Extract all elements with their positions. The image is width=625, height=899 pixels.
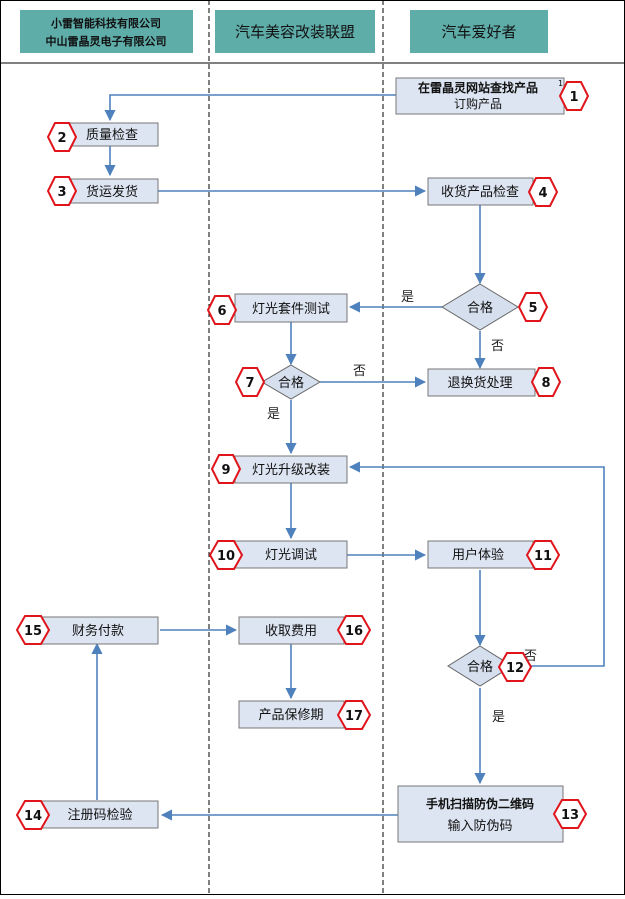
- step-badge-number: 13: [561, 808, 579, 823]
- step-badge-11: 11: [525, 540, 561, 570]
- step-badge-number: 5: [528, 301, 537, 316]
- lane-header-company-line2: 中山雷晶灵电子有限公司: [46, 34, 167, 48]
- step-9-label: 灯光升级改装: [252, 463, 330, 478]
- decision-12: 合格: [447, 645, 513, 687]
- step-badge-number: 2: [57, 131, 66, 146]
- step-13-subtitle: 输入防伪码: [447, 818, 512, 834]
- step-13-box: 手机扫描防伪二维码 输入防伪码: [397, 785, 564, 843]
- arrow-1-to-2: [104, 94, 396, 122]
- step-badge-10: 10: [208, 540, 244, 570]
- step-9-box: 灯光升级改装: [234, 455, 348, 484]
- step-4-label: 收货产品检查: [441, 184, 519, 200]
- step-badge-3: 3: [46, 176, 78, 206]
- step-badge-number: 10: [217, 549, 235, 564]
- step-4-box: 收货产品检查: [427, 177, 534, 206]
- decision-7-label: 合格: [278, 375, 304, 391]
- step-15-box: 财务付款: [41, 616, 159, 645]
- step-badge-12: 12: [497, 652, 533, 682]
- step-17-box: 产品保修期: [238, 700, 345, 729]
- step-badge-9: 9: [210, 454, 242, 484]
- step-badge-number: 14: [24, 809, 42, 824]
- step-badge-7: 7: [234, 367, 266, 397]
- decision-12-label: 合格: [467, 659, 493, 675]
- lane-header-company-line1: 小雷智能科技有限公司: [50, 16, 161, 30]
- step-14-label: 注册码检验: [67, 807, 132, 823]
- step-10-box: 灯光调试: [234, 540, 348, 569]
- step-badge-number: 15: [24, 624, 42, 639]
- arrow-12-to-9-no: [348, 461, 605, 667]
- step-16-box: 收取费用: [238, 616, 345, 645]
- step-15-label: 财务付款: [72, 623, 124, 639]
- step-10-label: 灯光调试: [265, 548, 317, 563]
- lane-header-alliance-label: 汽车美容改装联盟: [235, 23, 355, 41]
- label-7-yes: 是: [267, 407, 280, 422]
- step-badge-15: 15: [15, 615, 51, 645]
- step-badge-number: 17: [345, 709, 363, 724]
- step-6-label: 灯光套件测试: [252, 301, 330, 317]
- step-badge-number: 3: [57, 185, 66, 200]
- step-badge-2: 2: [46, 122, 78, 152]
- decision-7: 合格: [261, 364, 321, 400]
- step-1-subtitle: 订购产品: [454, 96, 502, 111]
- step-17-label: 产品保修期: [258, 708, 323, 723]
- step-11-label: 用户体验: [452, 547, 504, 563]
- step-badge-13: 13: [552, 799, 588, 829]
- lane-header-company: 小雷智能科技有限公司 中山雷晶灵电子有限公司: [20, 10, 193, 53]
- step-badge-16: 16: [336, 615, 372, 645]
- step-badge-number: 12: [506, 661, 524, 676]
- label-5-no: 否: [491, 339, 504, 354]
- lane-header-enthusiast: 汽车爱好者: [410, 10, 548, 53]
- step-badge-number: 8: [541, 376, 550, 391]
- step-badge-number: 4: [538, 186, 547, 201]
- label-5-yes: 是: [401, 290, 414, 305]
- step-8-box: 退换货处理: [427, 368, 536, 397]
- step-1-title: 在雷晶灵网站查找产品: [418, 80, 538, 95]
- step-badge-4: 4: [527, 177, 559, 207]
- step-16-label: 收取费用: [265, 624, 317, 639]
- label-7-no: 否: [353, 364, 366, 379]
- step-1-box: 在雷晶灵网站查找产品 1 订购产品: [395, 77, 565, 115]
- step-1-superscript: 1: [558, 79, 563, 88]
- decision-5-label: 合格: [467, 300, 493, 316]
- connectors: [91, 94, 605, 821]
- label-12-yes: 是: [492, 710, 505, 725]
- step-badge-number: 6: [217, 304, 226, 319]
- step-badge-6: 6: [206, 295, 238, 325]
- step-badge-5: 5: [517, 292, 549, 322]
- lane-header-enthusiast-label: 汽车爱好者: [441, 23, 516, 41]
- step-11-box: 用户体验: [427, 540, 534, 569]
- lane-header-alliance: 汽车美容改装联盟: [215, 10, 375, 53]
- step-badge-14: 14: [15, 800, 51, 830]
- step-2-label: 质量检查: [86, 128, 138, 143]
- decision-5: 合格: [441, 283, 519, 331]
- step-6-box: 灯光套件测试: [234, 293, 348, 323]
- step-badge-number: 16: [345, 624, 363, 639]
- step-14-box: 注册码检验: [41, 800, 159, 829]
- step-badge-number: 7: [245, 376, 254, 391]
- step-badge-number: 1: [569, 90, 578, 105]
- step-badge-17: 17: [336, 700, 372, 730]
- step-3-label: 货运发货: [86, 184, 138, 200]
- step-badge-number: 9: [221, 463, 230, 478]
- step-badge-8: 8: [530, 367, 562, 397]
- step-13-title: 手机扫描防伪二维码: [426, 796, 534, 811]
- step-badge-number: 11: [534, 549, 552, 564]
- step-badge-1: 1: [558, 81, 590, 111]
- step-8-label: 退换货处理: [447, 375, 512, 391]
